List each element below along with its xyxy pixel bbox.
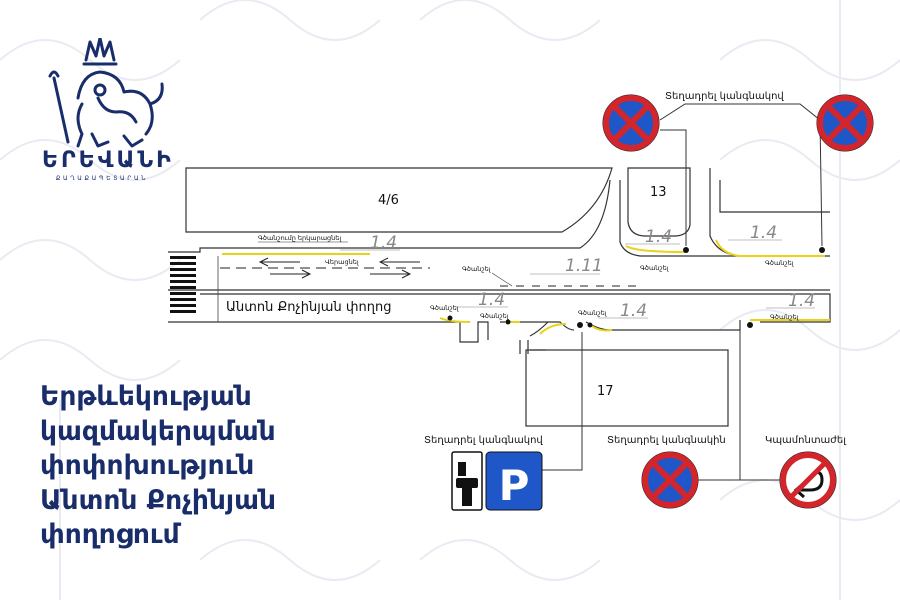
lane-markings <box>217 256 640 322</box>
no-stopping-sign-icon <box>642 452 698 508</box>
headline-line: կազմակերպման <box>40 415 276 447</box>
logo-subtitle: ՔԱՂԱՔԱՊԵՏԱՐԱՆ <box>55 175 149 182</box>
annotation: Գծանշել <box>462 265 491 273</box>
annotation: Վերացնել <box>325 258 359 266</box>
marking-code: 1.11 <box>565 256 603 276</box>
headline-line: Անտոն Քոչինյան <box>40 484 276 516</box>
annotation: Գծանշել <box>480 312 509 320</box>
yellow-markings <box>222 239 830 335</box>
sign-leaders <box>540 103 823 481</box>
no-stopping-sign-icon <box>817 95 873 151</box>
lane-arrows <box>258 257 420 279</box>
marking-codes: 1.4 1.11 1.4 1.4 1.4 1.4 1.4 <box>340 223 815 321</box>
sign-instruction: Տեղադրել կանգնակով <box>424 435 543 446</box>
yerevan-lion-logo <box>48 38 164 148</box>
sign-instruction: Կպամոնտաժել <box>765 435 847 446</box>
no-stopping-sign-icon <box>603 95 659 151</box>
pedestrian-crossing <box>170 256 196 313</box>
marker-points <box>447 247 825 328</box>
annotation: Գծանշել <box>430 304 459 312</box>
sign-instruction: Տեղադրել կանգնակով <box>665 91 784 102</box>
marking-code: 1.4 <box>478 290 505 310</box>
street-name: Անտոն Քոչինյան փողոց <box>226 300 391 315</box>
headline-line: Երթևեկության <box>40 381 252 412</box>
street-outline <box>168 168 831 354</box>
building-label: 17 <box>597 384 614 399</box>
marking-code: 1.4 <box>645 227 672 247</box>
parking-symbol: P <box>499 461 530 510</box>
annotation: Գծանշել <box>770 313 799 321</box>
annotation-labels: Գծանշումը երկարացնել Վերացնել Գծանշել Գծ… <box>258 234 799 321</box>
annotation: Գծանշել <box>765 259 794 267</box>
building-17 <box>525 349 729 427</box>
building-label: 4/6 <box>378 193 399 208</box>
headline: Երթևեկության կազմակերպման փոփոխություն Ա… <box>40 380 370 553</box>
annotation: Գծանշել <box>640 264 669 272</box>
logo-name: ԵՐԵՎԱՆԻ <box>42 148 174 173</box>
marking-code: 1.4 <box>620 301 647 321</box>
building-4-6 <box>185 167 613 233</box>
building-13 <box>627 167 691 237</box>
marking-code: 1.4 <box>750 223 777 243</box>
parking-meter-sign-icon <box>451 451 483 511</box>
parking-sign-icon: P <box>485 451 543 511</box>
marking-code: 1.4 <box>788 291 815 311</box>
headline-line: փոփոխություն <box>40 450 255 481</box>
sign-instruction: Տեղադրել կանգնակին <box>607 435 726 446</box>
marking-code: 1.4 <box>370 233 397 253</box>
building-label: 13 <box>650 185 667 200</box>
headline-line: փողոցում <box>40 519 180 550</box>
annotation: Գծանշել <box>578 309 607 317</box>
annotation: Գծանշումը երկարացնել <box>258 234 341 242</box>
no-u-turn-sign-icon <box>779 451 837 509</box>
